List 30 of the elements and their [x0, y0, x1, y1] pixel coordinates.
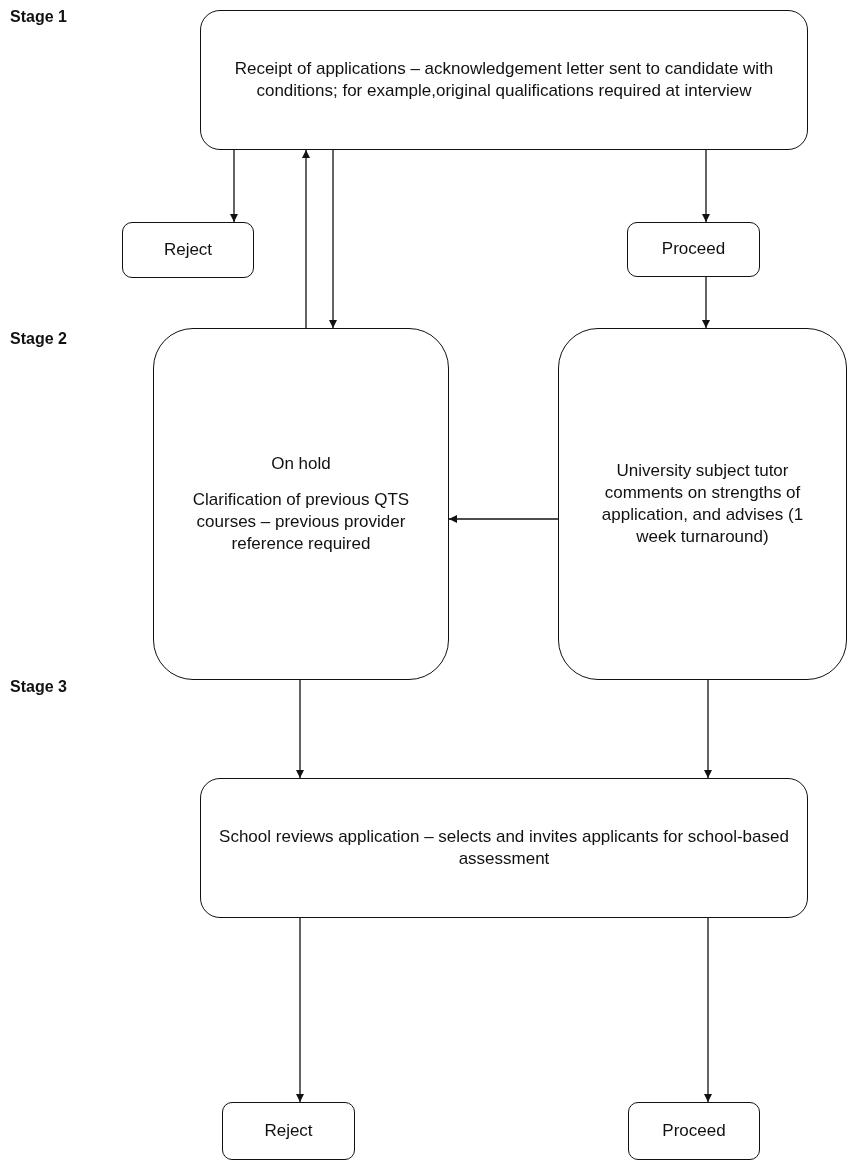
box-text: University subject tutor comments on strengths of application, and advises (1 week turnaround) — [600, 459, 805, 549]
stage-label: Stage 1 — [10, 8, 67, 26]
arrow — [704, 917, 712, 1103]
arrow — [702, 276, 710, 329]
box-text: Clarification of previous QTS courses – previous provider reference required — [191, 488, 411, 556]
process-box — [222, 1102, 355, 1160]
arrow — [302, 149, 310, 329]
arrow — [448, 515, 559, 523]
arrow — [702, 149, 710, 223]
process-box — [627, 222, 760, 277]
stage-label: Stage 3 — [10, 678, 67, 696]
box-text: School reviews application – selects and invites applicants for school-based assessment — [218, 825, 790, 870]
process-box — [122, 222, 254, 278]
stage-label: Stage 2 — [10, 330, 67, 348]
box-text: Reject — [264, 1119, 313, 1142]
arrow — [296, 679, 304, 779]
arrow — [296, 917, 304, 1103]
box-text: Reject — [163, 238, 213, 261]
process-box — [558, 328, 847, 680]
box-text: Proceed — [661, 238, 726, 261]
box-text: Proceed — [662, 1119, 726, 1142]
process-box — [200, 778, 808, 918]
arrow — [704, 679, 712, 779]
arrow — [230, 149, 238, 223]
process-box — [200, 10, 808, 150]
box-heading: On hold — [271, 452, 331, 475]
process-box — [628, 1102, 760, 1160]
arrow — [329, 149, 337, 329]
box-text: Receipt of applications – acknowledgement letter sent to candidate with conditions; for example,original qualifications required at interview — [233, 57, 775, 102]
process-box — [153, 328, 449, 680]
